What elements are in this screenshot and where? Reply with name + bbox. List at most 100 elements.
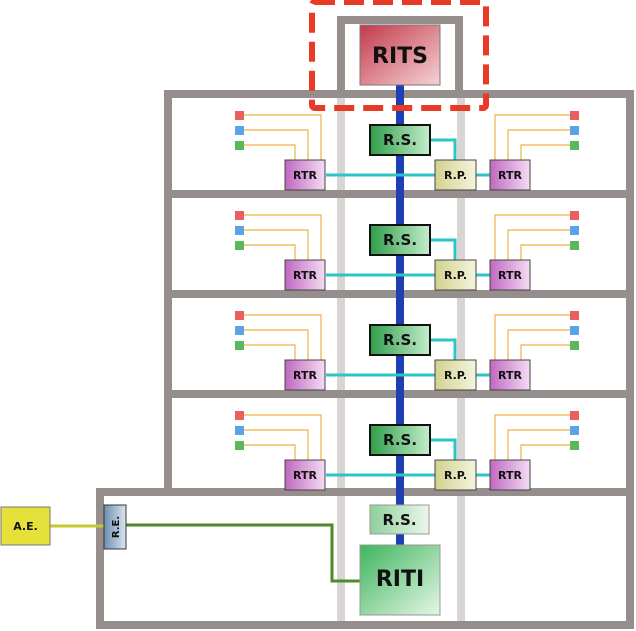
wire-left-3 [243,244,296,260]
floor-2: R.S. R.P. RTR RTR [235,211,579,291]
outlet-socket-right-2 [570,426,579,435]
outlet-socket-left-1 [235,111,244,120]
rtr-box-right: RTR [489,259,531,291]
wire-right-2 [507,429,570,460]
re-label: R.E. [111,516,122,538]
rtr-box-left: RTR [284,159,326,191]
wire-right-3 [520,444,570,460]
rtr-label-left: RTR [293,269,317,282]
outlet-socket-right-3 [570,441,579,450]
wire-left-1 [243,414,322,460]
riti-box: RITI [359,544,441,616]
rp-label: R.P. [444,169,467,182]
rits-highlight [309,0,489,111]
wire-left-1 [243,114,322,160]
floor-4: R.S. R.P. RTR RTR [235,411,579,491]
rits-label: RITS [372,44,428,69]
rp-box: R.P. [434,159,477,191]
outlet-socket-right-1 [570,311,579,320]
rtr-box-left: RTR [284,459,326,491]
cable-rs-to-rp [431,238,457,260]
rp-box: R.P. [434,359,477,391]
rtr-label-left: RTR [293,469,317,482]
rs-ground-label: R.S. [382,511,416,529]
cable-rs-to-rp [431,438,457,460]
rp-box: R.P. [434,259,477,291]
outlet-socket-left-3 [235,141,244,150]
rtr-box-left: RTR [284,359,326,391]
rs-box: R.S. [369,324,431,356]
cable-rs-to-rp [431,338,457,360]
wire-left-1 [243,214,322,260]
outlet-socket-left-2 [235,426,244,435]
rits-box: RITS [359,24,441,86]
backbone-riser [396,84,404,550]
cable-rs-to-rp [431,138,457,160]
rs-box: R.S. [369,224,431,256]
wire-left-2 [243,429,309,460]
wire-right-3 [520,144,570,160]
rs-label: R.S. [383,231,417,249]
wire-left-3 [243,344,296,360]
floor-1: R.S. R.P. RTR RTR [235,111,579,191]
wire-right-2 [507,129,570,160]
wire-right-3 [520,244,570,260]
rp-label: R.P. [444,269,467,282]
wire-left-1 [243,314,322,360]
ground-floor: A.E. R.E. R.S. RITI [0,504,441,616]
ae-label: A.E. [13,520,38,533]
rtr-label-right: RTR [498,369,522,382]
wire-right-1 [494,114,570,160]
outlet-socket-right-1 [570,211,579,220]
outlet-socket-left-1 [235,311,244,320]
outlet-socket-left-2 [235,226,244,235]
outlet-socket-right-1 [570,411,579,420]
outlet-socket-left-1 [235,211,244,220]
rtr-label-right: RTR [498,269,522,282]
re-riti-cable [126,523,360,583]
ground-floor-outline [96,488,634,629]
rtr-label-right: RTR [498,169,522,182]
outlet-socket-left-3 [235,441,244,450]
wire-left-3 [243,144,296,160]
riti-label: RITI [376,567,424,592]
rp-label: R.P. [444,469,467,482]
rs-ground-box: R.S. [369,504,430,535]
rtr-label-left: RTR [293,369,317,382]
wire-right-1 [494,214,570,260]
rtr-box-right: RTR [489,459,531,491]
outlet-socket-right-2 [570,226,579,235]
rtr-box-right: RTR [489,359,531,391]
wire-left-2 [243,229,309,260]
floor-3: R.S. R.P. RTR RTR [235,311,579,391]
wire-left-3 [243,444,296,460]
outlet-socket-right-3 [570,241,579,250]
wire-right-2 [507,229,570,260]
rtr-box-right: RTR [489,159,531,191]
outlet-socket-left-3 [235,341,244,350]
outlet-socket-right-2 [570,126,579,135]
ae-box: A.E. [0,506,51,546]
rs-label: R.S. [383,331,417,349]
outlet-socket-left-3 [235,241,244,250]
rs-label: R.S. [383,431,417,449]
wire-left-2 [243,129,309,160]
rs-box: R.S. [369,424,431,456]
outlet-socket-left-1 [235,411,244,420]
rp-label: R.P. [444,369,467,382]
rs-label: R.S. [383,131,417,149]
rtr-label-left: RTR [293,169,317,182]
rtr-box-left: RTR [284,259,326,291]
outlet-socket-right-2 [570,326,579,335]
outlet-socket-right-1 [570,111,579,120]
rtr-label-right: RTR [498,469,522,482]
wire-right-2 [507,329,570,360]
outlet-socket-right-3 [570,141,579,150]
rs-box: R.S. [369,124,431,156]
wire-right-1 [494,414,570,460]
wire-right-3 [520,344,570,360]
wire-right-1 [494,314,570,360]
rp-box: R.P. [434,459,477,491]
outlet-socket-left-2 [235,326,244,335]
